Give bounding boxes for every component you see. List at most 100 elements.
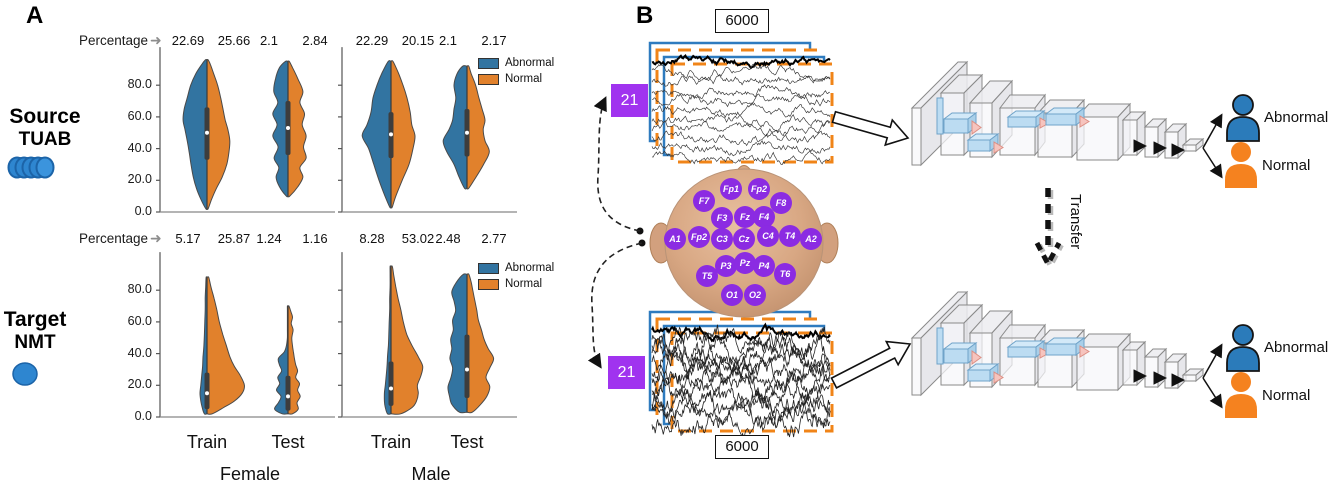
- electrode: Pz: [734, 252, 756, 274]
- person-abnormal-icon: [1226, 324, 1260, 372]
- source-dataset-icon: [7, 156, 55, 179]
- eeg-trace: [651, 149, 831, 165]
- connector-to-top-channels: [593, 96, 641, 232]
- y-tick-label: 0.0: [134, 204, 152, 218]
- violin-iqr-box: [388, 361, 394, 406]
- person-normal-icon: [1225, 142, 1257, 188]
- eeg-window-stack-top: [648, 41, 834, 165]
- annotation-abnormal-pct: 22.69: [171, 33, 205, 48]
- violin-normal-half: [390, 265, 424, 415]
- legend-swatch-normal: [478, 279, 499, 290]
- eeg-trace: [651, 92, 831, 108]
- channels-count-top: 21: [611, 84, 648, 117]
- violin-normal-half: [466, 273, 495, 414]
- y-tick-label: 40.0: [127, 140, 152, 155]
- violin-median-dot: [205, 130, 209, 135]
- output-class-label: Abnormal: [1264, 339, 1329, 356]
- x-category-label: Test: [450, 432, 484, 452]
- legend-label: Normal: [505, 73, 543, 85]
- electrode: P3: [715, 255, 737, 277]
- output-class-label: Normal: [1262, 157, 1311, 174]
- source-dataset-label: Source: [9, 105, 81, 128]
- electrode: F8: [770, 192, 792, 214]
- violin-abnormal-half: [442, 65, 468, 190]
- violin-iqr-box: [285, 375, 291, 411]
- electrode: O1: [721, 284, 743, 306]
- legend-label: Normal: [505, 278, 543, 290]
- target-dataset-name: NMT: [14, 332, 56, 353]
- y-tick-label: 80.0: [127, 77, 152, 92]
- y-tick-label: 0.0: [134, 409, 152, 423]
- violin-median-dot: [389, 386, 393, 391]
- annotation-normal-pct: 25.66: [217, 33, 251, 48]
- samples-count-top: 6000: [715, 9, 769, 33]
- electrode: Fp1: [720, 178, 742, 200]
- legend-label: Abnormal: [505, 262, 555, 274]
- eeg-trace: [651, 54, 831, 70]
- legend-swatch-abnormal: [478, 263, 499, 274]
- violin-abnormal-half: [361, 60, 392, 209]
- annotation-abnormal-pct: 8.28: [359, 231, 385, 246]
- electrode: F3: [711, 207, 733, 229]
- violin-abnormal-half: [272, 60, 289, 198]
- flow-arrow-bottom: [830, 340, 912, 389]
- output-class-label: Abnormal: [1264, 109, 1329, 126]
- electrode: A2: [800, 228, 822, 250]
- eeg-trace: [651, 326, 831, 369]
- person-abnormal-icon: [1226, 94, 1260, 142]
- x-category-label: Test: [271, 432, 305, 452]
- electrode: Fp2: [748, 178, 770, 200]
- violin-median-dot: [286, 394, 290, 399]
- eeg-trace: [651, 357, 831, 394]
- electrode: T4: [779, 225, 801, 247]
- violin-normal-half: [206, 58, 231, 211]
- transfer-arrowhead: [1037, 243, 1064, 272]
- x-category-label: Train: [370, 432, 412, 452]
- annotation-normal-pct: 20.15: [401, 33, 435, 48]
- annotation-abnormal-pct: 2.48: [435, 231, 461, 246]
- electrode: C3: [711, 228, 733, 250]
- target-dataset-icon: [12, 362, 38, 386]
- panel-b-label: B: [636, 2, 654, 29]
- legend-swatch-normal: [478, 74, 499, 85]
- annotation-normal-pct: 25.87: [217, 231, 251, 246]
- arrow-right-icon: ➜: [150, 230, 162, 246]
- electrode: O2: [744, 284, 766, 306]
- legend-swatch-abnormal: [478, 58, 499, 69]
- panel-a-label: A: [26, 2, 44, 29]
- violin-iqr-box: [204, 372, 210, 410]
- source-dataset-name: TUAB: [18, 129, 72, 150]
- target-dataset-label: Target: [3, 308, 67, 331]
- electrode: Fz: [734, 206, 756, 228]
- y-axis-title-bottom: Percentage: [78, 231, 148, 246]
- annotation-normal-pct: 53.02: [401, 231, 435, 246]
- eeg-trace: [651, 140, 831, 157]
- x-category-label: Train: [186, 432, 228, 452]
- electrode: Cz: [733, 228, 755, 250]
- violin-median-dot: [389, 132, 393, 137]
- eeg-trace: [651, 409, 831, 439]
- y-tick-label: 20.0: [127, 172, 152, 187]
- electrode: A1: [664, 228, 686, 250]
- cnn-network-source: [910, 60, 1223, 179]
- annotation-normal-pct: 2.17: [481, 33, 507, 48]
- annotation-normal-pct: 2.84: [302, 33, 328, 48]
- transfer-arrowhead: [1034, 241, 1062, 270]
- electrode: F7: [693, 190, 715, 212]
- violin-normal-half: [287, 60, 307, 198]
- violin-median-dot: [205, 391, 209, 396]
- y-tick-label: 60.0: [127, 313, 152, 328]
- y-axis-title-top: Percentage: [78, 33, 148, 48]
- annotation-abnormal-pct: 2.1: [259, 33, 279, 48]
- y-tick-label: 80.0: [127, 282, 152, 297]
- window-frame-orange: [670, 62, 834, 164]
- violin-normal-half: [287, 305, 301, 415]
- annotation-normal-pct: 1.16: [302, 231, 328, 246]
- cnn-network-target: [910, 290, 1223, 409]
- output-class-label: Normal: [1262, 387, 1311, 404]
- y-tick-label: 40.0: [127, 345, 152, 360]
- electrode: C4: [757, 225, 779, 247]
- annotation-normal-pct: 2.77: [481, 231, 507, 246]
